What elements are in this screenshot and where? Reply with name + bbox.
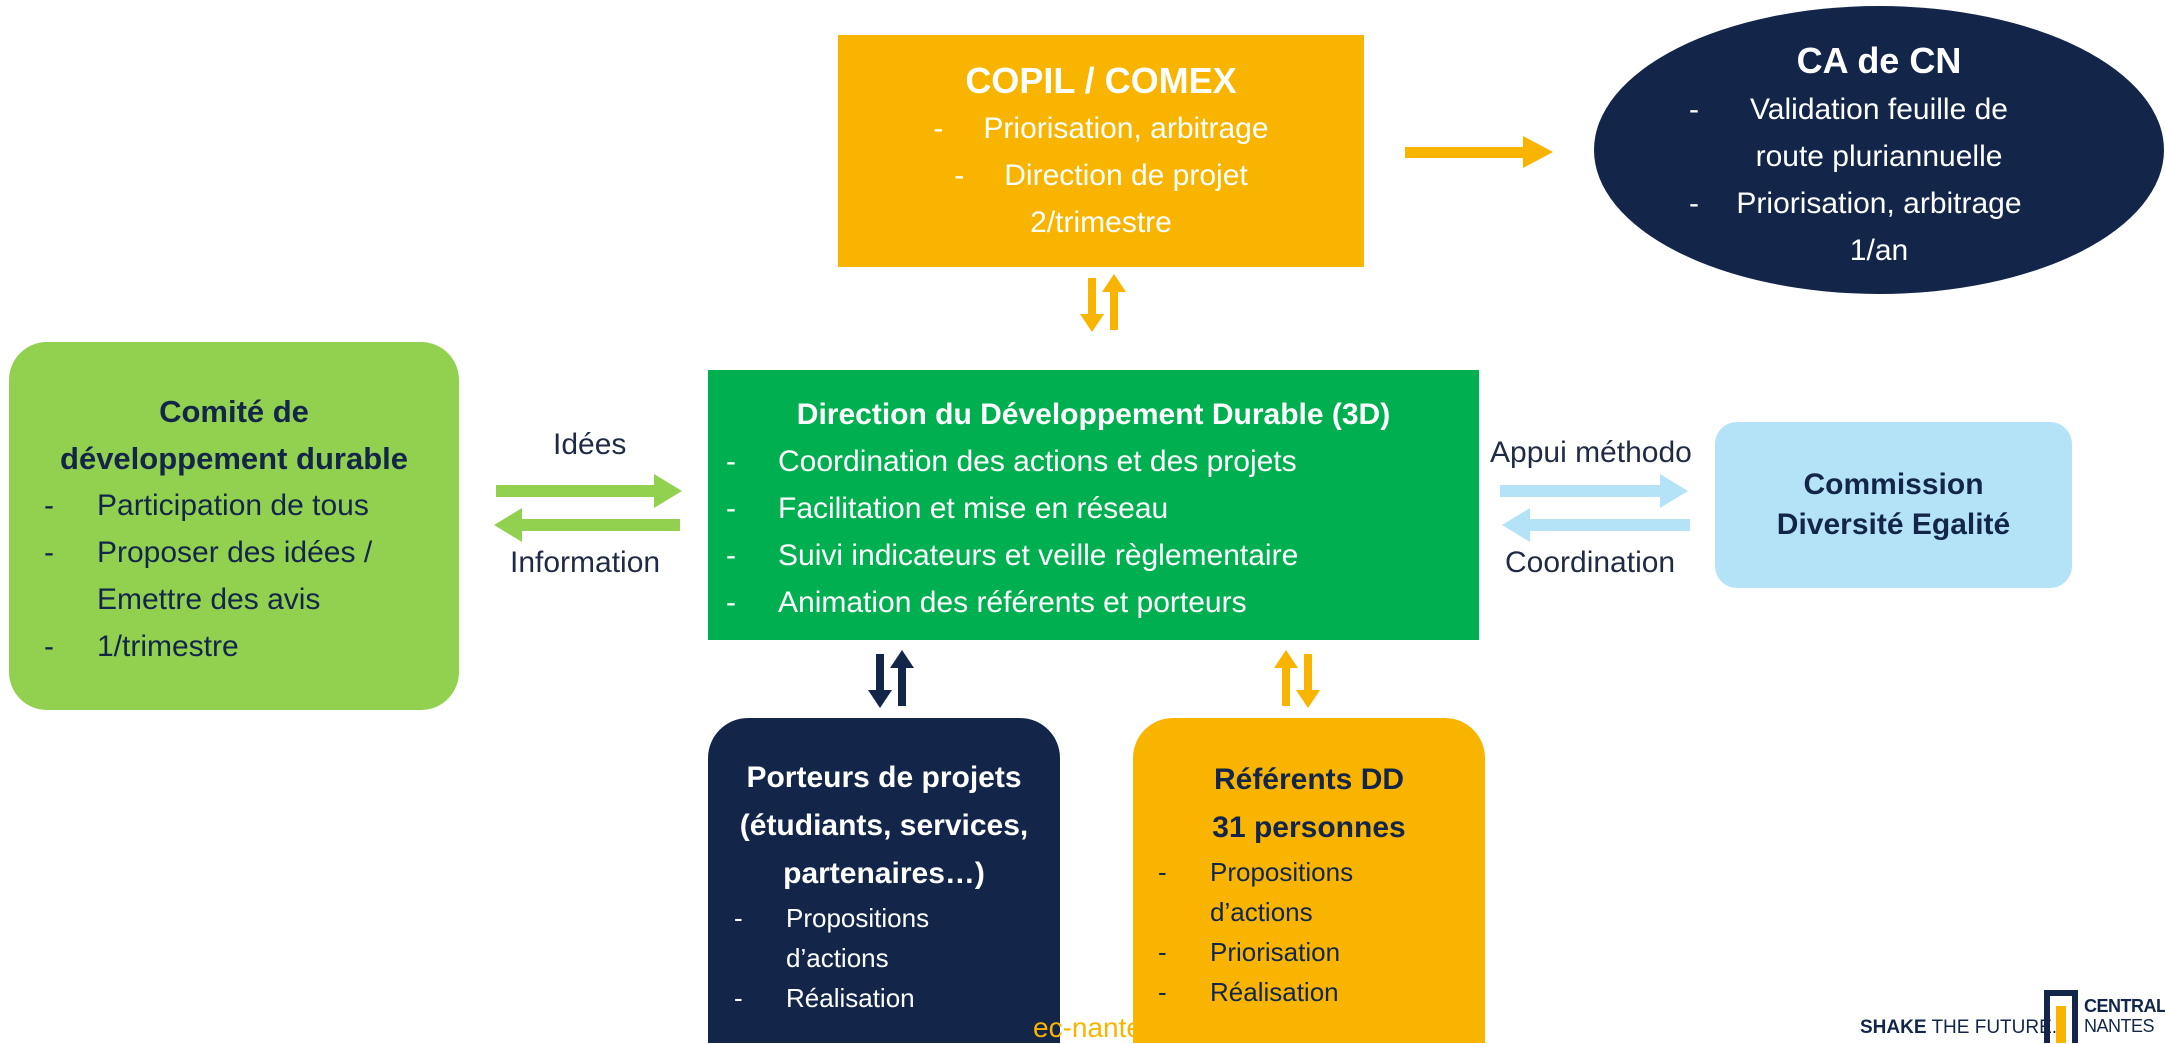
direction-item-2: Facilitation et mise en réseau bbox=[708, 485, 1479, 532]
copil-title: COPIL / COMEX bbox=[965, 60, 1237, 101]
arrow-idees bbox=[496, 474, 682, 508]
referents-item-1: Propositions d’actions bbox=[1133, 852, 1485, 932]
referents-title-1: Référents DD bbox=[1213, 763, 1405, 796]
shake-word: SHAKE bbox=[1860, 1017, 1927, 1038]
comite-list: Participation de tous Proposer des idées… bbox=[9, 482, 459, 670]
comite-title: Comité de développement durable bbox=[60, 394, 408, 476]
direction-item-1: Coordination des actions et des projets bbox=[708, 438, 1479, 485]
direction-list: Coordination des actions et des projets … bbox=[708, 438, 1479, 626]
label-coordination: Coordination bbox=[1505, 546, 1676, 579]
copil-item-2: -Direction de projet bbox=[954, 159, 1248, 192]
ca-title: CA de CN bbox=[1796, 40, 1962, 81]
arrow-copil-direction bbox=[1080, 274, 1126, 332]
logo-central: CENTRAL bbox=[2084, 996, 2165, 1016]
porteurs-title: Porteurs de projets (étudiants, services… bbox=[739, 761, 1029, 890]
referents-item-3: Réalisation bbox=[1133, 972, 1485, 1012]
arrow-appui bbox=[1500, 474, 1688, 508]
referents-title-2: 31 personnes bbox=[1212, 811, 1406, 844]
arrow-information bbox=[494, 508, 680, 542]
footer-url[interactable]: ec-nantes. bbox=[1033, 1012, 1164, 1043]
comite-item-3: 1/trimestre bbox=[9, 623, 459, 670]
comite-item-2: Proposer des idées / Emettre des avis bbox=[9, 529, 459, 623]
ca-ellipse: CA de CN -Validation feuille de route pl… bbox=[1594, 6, 2164, 294]
porteurs-item-2: Réalisation bbox=[708, 978, 1060, 1018]
commission-box: Commission Diversité Egalité bbox=[1715, 422, 2072, 588]
arrow-direction-referents bbox=[1274, 650, 1320, 708]
label-information: Information bbox=[510, 546, 661, 579]
referents-item-2: Priorisation bbox=[1133, 932, 1485, 972]
the-future-word: THE FUTURE. bbox=[1931, 1017, 2058, 1038]
direction-title: Direction du Développement Durable (3D) bbox=[796, 398, 1391, 431]
copil-item-1: -Priorisation, arbitrage bbox=[933, 112, 1269, 145]
ca-item-1: -Validation feuille de route pluriannuel… bbox=[1689, 93, 2008, 173]
label-appui: Appui méthodo bbox=[1490, 436, 1692, 469]
copil-frequency: 2/trimestre bbox=[1030, 206, 1172, 239]
porteurs-item-1: Propositions d’actions bbox=[708, 898, 1060, 978]
arrow-coordination bbox=[1502, 508, 1690, 542]
direction-box: Direction du Développement Durable (3D) … bbox=[708, 370, 1479, 640]
label-idees: Idées bbox=[553, 428, 627, 461]
shake-the-future: SHAKE THE FUTURE. bbox=[1860, 1017, 2057, 1039]
ca-item-2: -Priorisation, arbitrage bbox=[1689, 187, 2022, 220]
referents-list: Propositions d’actions Priorisation Réal… bbox=[1133, 852, 1485, 1012]
copil-box: COPIL / COMEX -Priorisation, arbitrage -… bbox=[838, 35, 1364, 267]
arrow-direction-porteurs bbox=[868, 650, 914, 708]
commission-title: Commission Diversité Egalité bbox=[1776, 468, 2011, 541]
ca-frequency: 1/an bbox=[1849, 234, 1909, 267]
comite-item-1: Participation de tous bbox=[9, 482, 459, 529]
direction-item-4: Animation des référents et porteurs bbox=[708, 579, 1479, 626]
porteurs-list: Propositions d’actions Réalisation bbox=[708, 898, 1060, 1018]
logo-mark-icon bbox=[2044, 990, 2078, 1043]
logo-nantes: NANTES bbox=[2084, 1016, 2155, 1036]
referents-box: Référents DD 31 personnes Propositions d… bbox=[1133, 718, 1485, 1043]
direction-item-3: Suivi indicateurs et veille règlementair… bbox=[708, 532, 1479, 579]
porteurs-box: Porteurs de projets (étudiants, services… bbox=[708, 718, 1060, 1043]
arrow-copil-to-ca bbox=[1405, 136, 1553, 168]
comite-box: Comité de développement durable Particip… bbox=[9, 342, 459, 710]
centrale-nantes-logo: CENTRAL NANTES bbox=[2044, 990, 2165, 1043]
